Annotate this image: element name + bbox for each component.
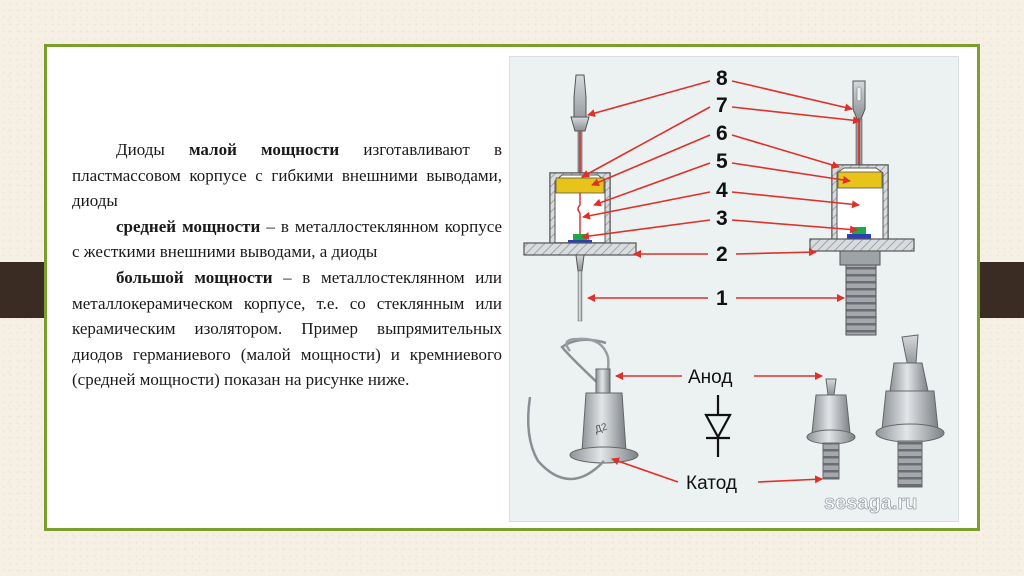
part-number-6: 6 [716,122,728,145]
part-number-labels: 8 7 6 5 4 3 2 1 [716,67,728,310]
part-number-2: 2 [716,243,728,266]
term-medium-power: средней мощности [116,216,261,236]
paragraph-body: – в металлостеклянном или металлокерамич… [72,267,502,390]
diode-figure-svg: 8 7 6 5 4 3 2 1 [523,67,945,514]
anode-label: Анод [688,367,732,388]
diode-figure: 8 7 6 5 4 3 2 1 [509,56,959,522]
term-low-power: малой мощности [188,140,340,159]
part-number-3: 3 [716,207,728,230]
part-number-1: 1 [716,287,728,310]
slide-text: Диоды малой мощности изготавливают в пла… [72,137,502,393]
germanium-diode-photo: Д2 [526,337,639,481]
paragraph-medium-power: средней мощности – в металлостеклянном к… [72,214,502,265]
terminal-labels: Анод Катод [611,367,823,494]
low-power-diode-section [523,74,637,322]
paragraph-high-power: большой мощности – в металлостеклянном и… [72,265,502,393]
paragraph-lead: Диоды [116,140,189,159]
paragraph-body: изготавливают в пластмассовом корпусе с … [72,140,503,211]
diode-symbol-icon [704,395,732,457]
part-number-4: 4 [716,179,728,202]
part-number-7: 7 [716,94,728,117]
paragraph-body: – в металлостеклянном корпусе с жесткими… [72,216,503,262]
part-number-5: 5 [716,150,728,173]
part-number-8: 8 [716,67,728,90]
cathode-label: Катод [686,473,737,494]
svg-text:Д2: Д2 [594,421,610,435]
watermark-text: sesaga.ru [824,492,917,514]
paragraph-low-power: Диоды малой мощности изготавливают в пла… [72,137,502,214]
leader-arrows [581,80,861,302]
medium-power-diode-section [809,80,915,336]
term-high-power: большой мощности [116,267,273,287]
silicon-diode-photos [806,334,945,488]
